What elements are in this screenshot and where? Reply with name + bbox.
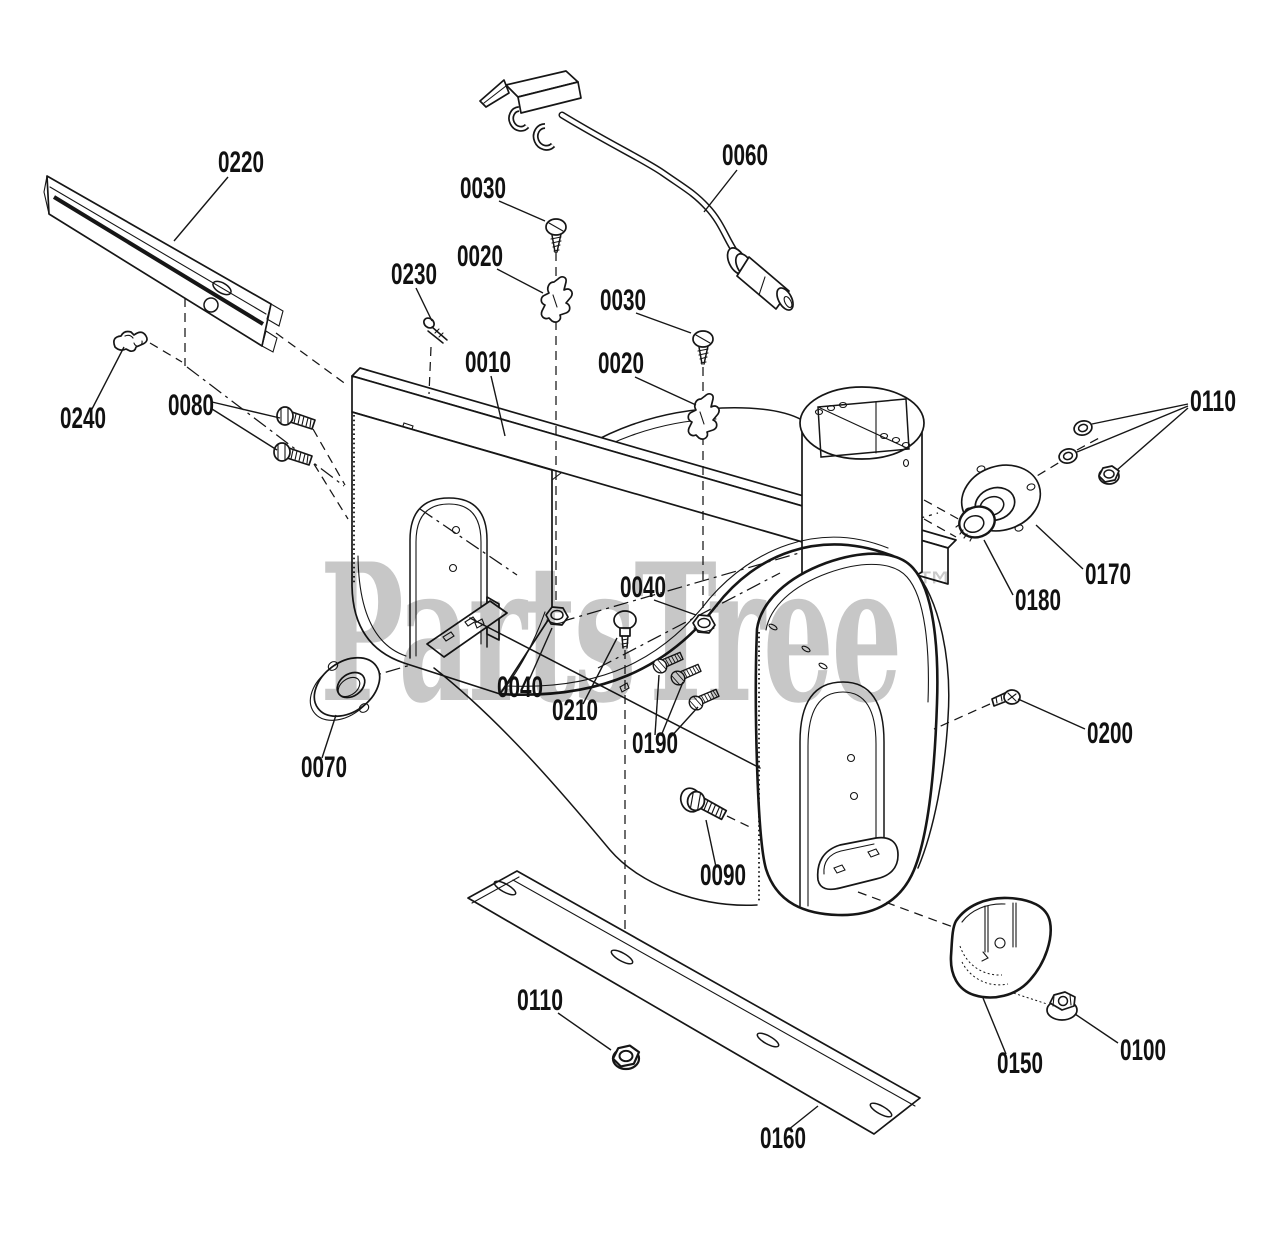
callout-leader-line — [528, 627, 553, 681]
callout-leader-line — [635, 312, 692, 334]
watermark-tm: ™ — [914, 563, 956, 612]
part-callout-0020: 0020 — [457, 240, 503, 273]
screw-part-0200 — [991, 689, 1021, 707]
part-callout-0180: 0180 — [1015, 584, 1061, 617]
part-callout-0090: 0090 — [700, 859, 746, 892]
part-callout-0010: 0010 — [465, 346, 511, 379]
flange-part-0070 — [309, 656, 381, 721]
clip-icon — [540, 276, 573, 323]
part-callout-0230: 0230 — [391, 258, 437, 291]
callout-leader-line — [1076, 405, 1189, 453]
callout-leader-line — [654, 674, 660, 736]
callout-leader-line — [982, 997, 1007, 1055]
part-callout-0220: 0220 — [218, 146, 264, 179]
callout-leader-line — [1116, 407, 1189, 471]
part-callout-0080: 0080 — [168, 389, 214, 422]
part-callout-0030: 0030 — [460, 172, 506, 205]
cover-bracket-part — [949, 896, 1052, 999]
washer-icon — [1056, 446, 1080, 466]
washer-icon — [1071, 418, 1095, 438]
callout-leader-line — [660, 681, 684, 737]
part-callout-0110: 0110 — [517, 984, 563, 1017]
callout-leader-line — [496, 268, 544, 294]
callout-leader-line — [1091, 403, 1189, 425]
hex-bolt-icon — [684, 789, 730, 821]
part-callout-0200: 0200 — [1087, 717, 1133, 750]
hidden-assembly-dashed-lines — [149, 252, 1102, 1005]
callout-leader-line — [653, 599, 697, 616]
hex-bolt-parts-0080 — [273, 406, 316, 466]
callout-leader-line — [211, 408, 278, 451]
bearing-flange-parts — [955, 418, 1120, 542]
callout-leader-line — [703, 169, 738, 213]
callout-leader-line — [490, 375, 506, 437]
flange-nut-part-0100 — [1046, 991, 1078, 1021]
callout-leader-line — [415, 287, 433, 322]
nut-icon — [1098, 465, 1120, 485]
shoulder-bolt-part — [679, 787, 730, 821]
bearing-part — [955, 505, 996, 542]
callout-leader-line — [91, 346, 125, 410]
callout-leader-line — [498, 200, 546, 222]
watermark-text: PartsTree — [320, 522, 900, 745]
part-callout-0040: 0040 — [497, 671, 543, 704]
part-callout-0070: 0070 — [301, 751, 347, 784]
hex-bolt-icon — [273, 442, 313, 466]
chute-crank-rod-part — [479, 70, 794, 311]
part-callout-0030: 0030 — [600, 284, 646, 317]
callout-leader-line — [1035, 524, 1084, 570]
hex-bolt-icon — [276, 406, 316, 430]
part-callout-0150: 0150 — [997, 1047, 1043, 1080]
callout-leader-line — [1017, 698, 1086, 730]
callout-layer: 0220 0060 0030 0020 0230 0030 0010 0020 0110 0240… — [60, 139, 1236, 1155]
callout-leader-line — [582, 637, 618, 705]
callout-leader-line — [1074, 1013, 1119, 1044]
part-callout-0020: 0020 — [598, 347, 644, 380]
center-fastener-parts — [545, 606, 722, 716]
carriage-bolt-part — [613, 610, 637, 649]
clip-icon — [687, 393, 720, 440]
scraper-bar-part — [467, 870, 921, 1135]
part-callout-0190: 0190 — [632, 727, 678, 760]
callout-leader-line — [668, 706, 699, 740]
callout-leader-line — [705, 819, 717, 868]
callout-leader-line — [557, 1012, 612, 1051]
callout-leader-line — [787, 1105, 819, 1131]
part-callout-0240: 0240 — [60, 402, 106, 435]
part-callout-0040: 0040 — [620, 571, 666, 604]
callout-leader-line — [321, 714, 337, 759]
callout-leader-line — [173, 176, 229, 242]
screw-icon — [692, 330, 714, 365]
cable-clip-part — [113, 330, 148, 353]
part-callout-0210: 0210 — [552, 694, 598, 727]
pin-part — [423, 317, 448, 344]
auger-housing-part — [351, 367, 957, 917]
callout-leader-line — [983, 539, 1014, 596]
part-callout-0060: 0060 — [722, 139, 768, 172]
part-callout-0160: 0160 — [760, 1122, 806, 1155]
flange-nut-icon — [611, 1044, 641, 1071]
shave-plate-part — [43, 175, 284, 353]
part-callout-0110: 0110 — [1190, 385, 1236, 418]
callout-leader-line — [634, 376, 697, 406]
part-callout-0100: 0100 — [1120, 1034, 1166, 1067]
part-callout-0170: 0170 — [1085, 558, 1131, 591]
screw-icon — [545, 218, 567, 253]
callout-leader-line — [211, 401, 281, 419]
